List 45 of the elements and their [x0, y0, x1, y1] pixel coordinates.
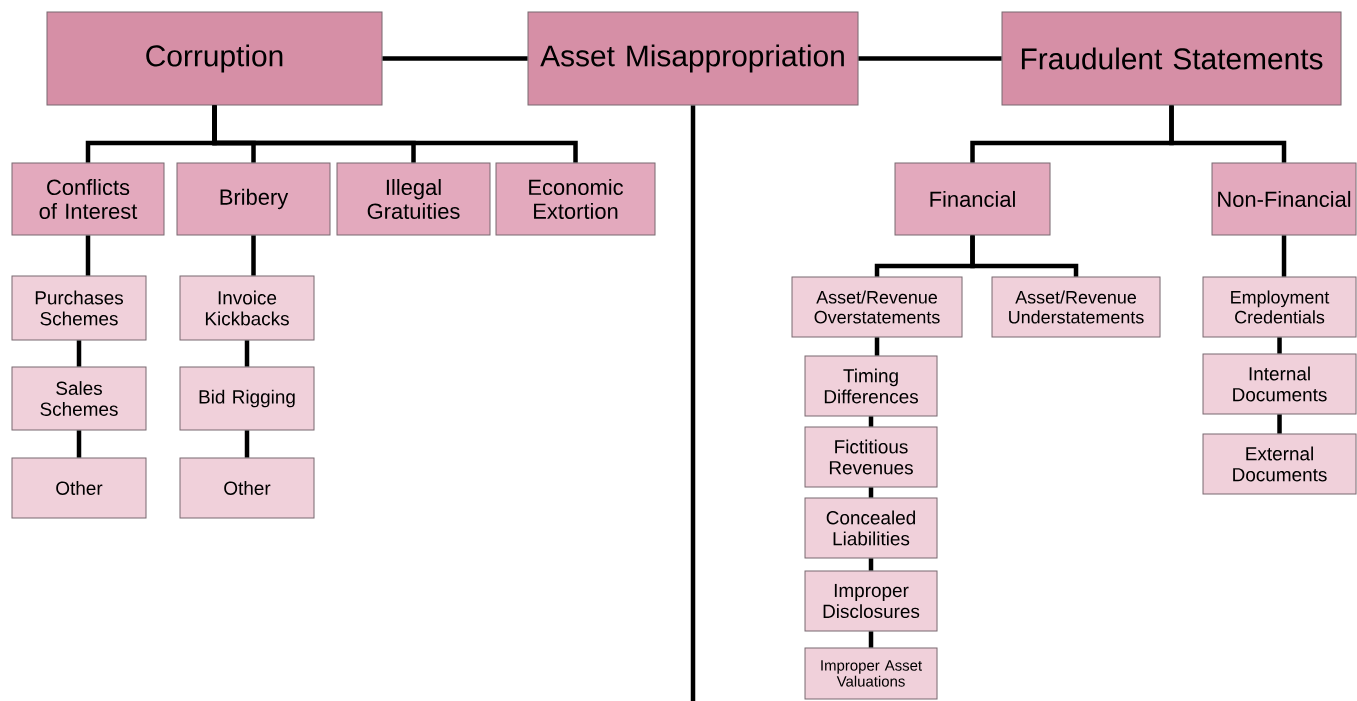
connector-line — [868, 487, 874, 498]
connector-line — [382, 56, 528, 61]
category-box: Internal Documents — [1202, 353, 1357, 415]
connector-line — [1169, 105, 1287, 163]
connector-line — [1277, 337, 1282, 354]
category-box: Illegal Gratuities — [336, 162, 491, 236]
connector-line — [868, 631, 874, 648]
connector-line — [858, 56, 1002, 61]
category-box: Bid Rigging — [179, 366, 315, 431]
connector-line — [1281, 235, 1287, 277]
category-box: Other — [11, 457, 147, 519]
connector-line — [76, 340, 82, 367]
connector-line — [868, 416, 874, 427]
category-box: Concealed Liabilities — [804, 497, 938, 559]
category-box: Asset/Revenue Understatements — [991, 276, 1161, 338]
category-box: Asset/Revenue Overstatements — [791, 276, 963, 338]
category-box: External Documents — [1202, 433, 1357, 495]
category-box: Employment Credentials — [1202, 276, 1357, 338]
connector-line — [1277, 414, 1282, 434]
connector-line — [212, 105, 578, 163]
category-box: Purchases Schemes — [11, 275, 147, 341]
connector-line — [251, 235, 256, 276]
connector-line — [868, 558, 874, 571]
category-box: Timing Differences — [804, 355, 938, 417]
category-box: Corruption — [46, 11, 383, 106]
category-box: Conflicts of Interest — [11, 162, 165, 236]
connector-line — [690, 105, 696, 701]
connector-line — [244, 340, 250, 367]
category-box: Asset Misappropriation — [527, 11, 859, 106]
connector-line — [85, 235, 91, 276]
category-box: Bribery — [176, 162, 331, 236]
category-box: Economic Extortion — [495, 162, 656, 236]
category-box: Non-Financial — [1211, 162, 1357, 236]
category-box: Sales Schemes — [11, 366, 147, 431]
category-box: Financial — [894, 162, 1051, 236]
category-box: Improper Disclosures — [804, 570, 938, 632]
category-box: Fictitious Revenues — [804, 426, 938, 488]
connector-line — [874, 337, 880, 356]
category-box: Invoice Kickbacks — [179, 275, 315, 341]
connector-line — [76, 430, 82, 458]
category-box: Fraudulent Statements — [1001, 11, 1342, 106]
connector-line — [244, 430, 250, 458]
category-box: Other — [179, 457, 315, 519]
connector-line — [970, 235, 1079, 277]
category-box: Improper Asset Valuations — [804, 647, 938, 700]
